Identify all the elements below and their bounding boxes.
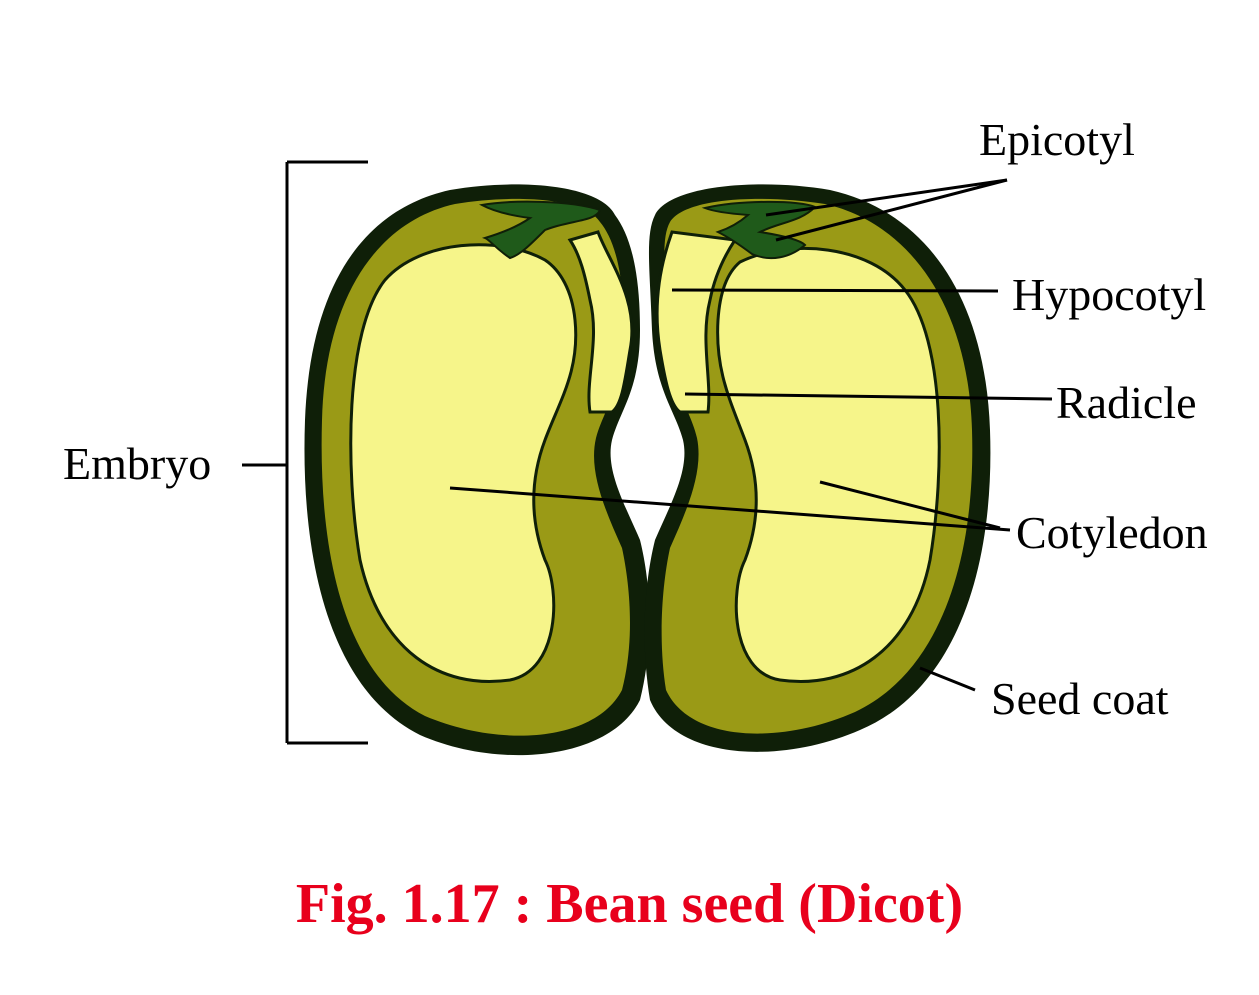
cotyledon-leader-right	[819, 480, 1001, 530]
right-hypocotyl-radicle	[655, 230, 738, 414]
seed-coat-leader	[919, 666, 976, 692]
label-cotyledon: Cotyledon	[1016, 507, 1208, 558]
embryo-bracket	[242, 160, 368, 745]
left-cotyledon-inner	[349, 243, 578, 683]
radicle-leader	[684, 392, 1053, 401]
epicotyl-leader-2	[775, 178, 1008, 242]
label-embryo: Embryo	[63, 438, 212, 489]
hypocotyl-leader	[671, 288, 999, 293]
left-hypocotyl-radicle	[567, 230, 634, 414]
label-radicle: Radicle	[1056, 377, 1197, 428]
label-epicotyl: Epicotyl	[979, 114, 1135, 165]
left-cotyledon-half	[304, 184, 650, 756]
epicotyl-leader-1	[765, 178, 1008, 217]
right-cotyledon-inner	[716, 246, 941, 683]
left-plumule	[478, 200, 602, 260]
figure-caption: Fig. 1.17 : Bean seed (Dicot)	[295, 873, 964, 935]
leader-lines	[449, 178, 1053, 692]
label-hypocotyl: Hypocotyl	[1012, 269, 1207, 320]
right-cotyledon-half	[644, 184, 991, 752]
label-seed-coat: Seed coat	[991, 673, 1169, 724]
cotyledon-leader-left	[449, 486, 1011, 532]
